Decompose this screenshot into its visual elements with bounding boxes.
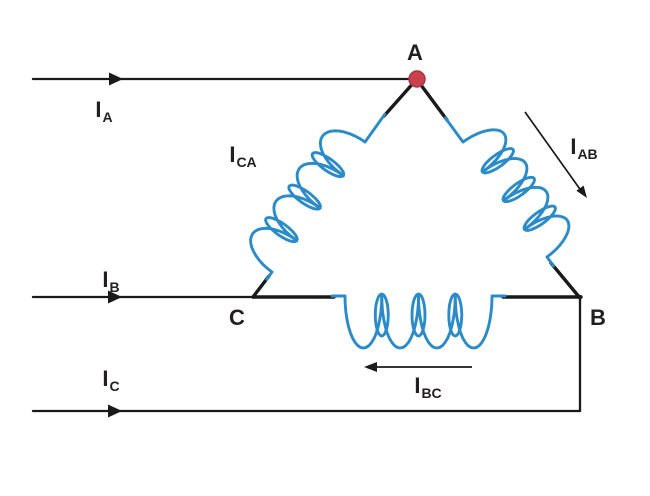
node-b-label: B — [590, 305, 606, 330]
delta-stub-a-to-ab-coil — [416, 79, 449, 122]
line-current-ic-label: IC — [102, 366, 120, 394]
current-arrow-iab-shaft — [524, 111, 583, 193]
winding-ca-coil — [249, 112, 387, 281]
phase-a-arrowhead — [109, 72, 123, 86]
winding-ab-coil — [443, 116, 571, 268]
current-arrow-ibc — [364, 362, 472, 372]
line-current-ib-label: IB — [102, 267, 120, 295]
winding-current-iab-label: IAB — [570, 134, 598, 162]
coil-windings — [249, 112, 571, 350]
phase-c-arrowhead — [108, 404, 122, 418]
node-a-dot — [408, 70, 426, 88]
line-current-ia-label: IA — [95, 97, 113, 125]
winding-bc-coil — [330, 292, 507, 350]
node-c-label: C — [229, 305, 245, 330]
delta-black-segments — [251, 78, 583, 300]
delta-stub-ca-coil-to-a — [382, 78, 418, 118]
node-a-label: A — [407, 40, 423, 65]
phase-b-arrowhead — [108, 290, 122, 304]
phase-wires — [31, 77, 582, 413]
flow-arrows — [108, 72, 587, 418]
winding-current-ibc-label: IBC — [414, 373, 442, 401]
current-arrow-iab-head — [576, 185, 587, 198]
delta-stub-ab-coil-to-b — [549, 261, 582, 300]
winding-current-ica-label: ICA — [229, 142, 257, 170]
current-arrow-iab — [524, 111, 587, 198]
current-arrow-ibc-head — [364, 362, 377, 372]
